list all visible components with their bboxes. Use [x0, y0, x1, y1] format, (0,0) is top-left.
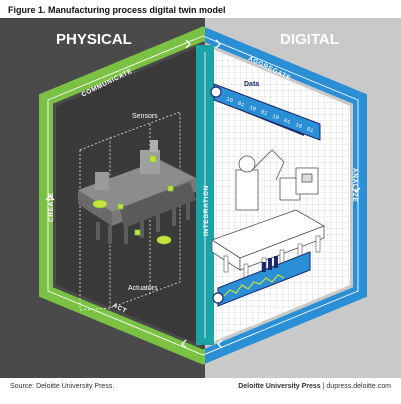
flow-chevrons	[45, 39, 361, 349]
data-pipe	[210, 83, 321, 141]
analytics-pipe	[212, 251, 311, 307]
physical-machine	[78, 140, 196, 244]
integration-label: INTEGRATION	[203, 185, 210, 236]
physical-ring	[39, 26, 205, 365]
analyze-label: ANALYZE	[351, 168, 358, 202]
digital-twin-diagram: PHYSICAL DIGITAL COMMUNICATE AGGREGATE I…	[0, 18, 401, 378]
figure-title: Figure 1. Manufacturing process digital …	[8, 5, 226, 15]
sensors-label: Sensors	[132, 113, 158, 120]
physical-label: PHYSICAL	[56, 31, 132, 48]
digital-ring	[205, 27, 367, 364]
actuators-label: Actuators	[128, 285, 158, 292]
publisher-credit: Deloitte University Press | dupress.delo…	[238, 383, 391, 390]
data-label: Data	[244, 81, 259, 88]
data-bit: 10	[294, 121, 303, 130]
digital-label: DIGITAL	[280, 31, 339, 48]
data-bit: 01	[260, 108, 269, 117]
data-bit: 10	[248, 104, 257, 113]
cycle-flow-line	[47, 35, 359, 356]
data-bit: 01	[283, 117, 292, 126]
source-note: Source: Deloitte University Press.	[10, 383, 115, 390]
data-bit: 10	[271, 113, 280, 122]
create-label: CREATE	[48, 192, 55, 222]
data-bit: 01	[237, 100, 246, 109]
publisher-name: Deloitte University Press	[238, 383, 321, 390]
publisher-url: dupress.deloitte.com	[326, 383, 391, 390]
analytics-label: Analytics	[246, 301, 277, 308]
data-bit: 10	[225, 95, 234, 104]
sensor-markers	[92, 155, 174, 245]
footer-separator: |	[320, 383, 327, 390]
digital-machine	[211, 149, 325, 271]
data-bit: 01	[306, 125, 315, 134]
